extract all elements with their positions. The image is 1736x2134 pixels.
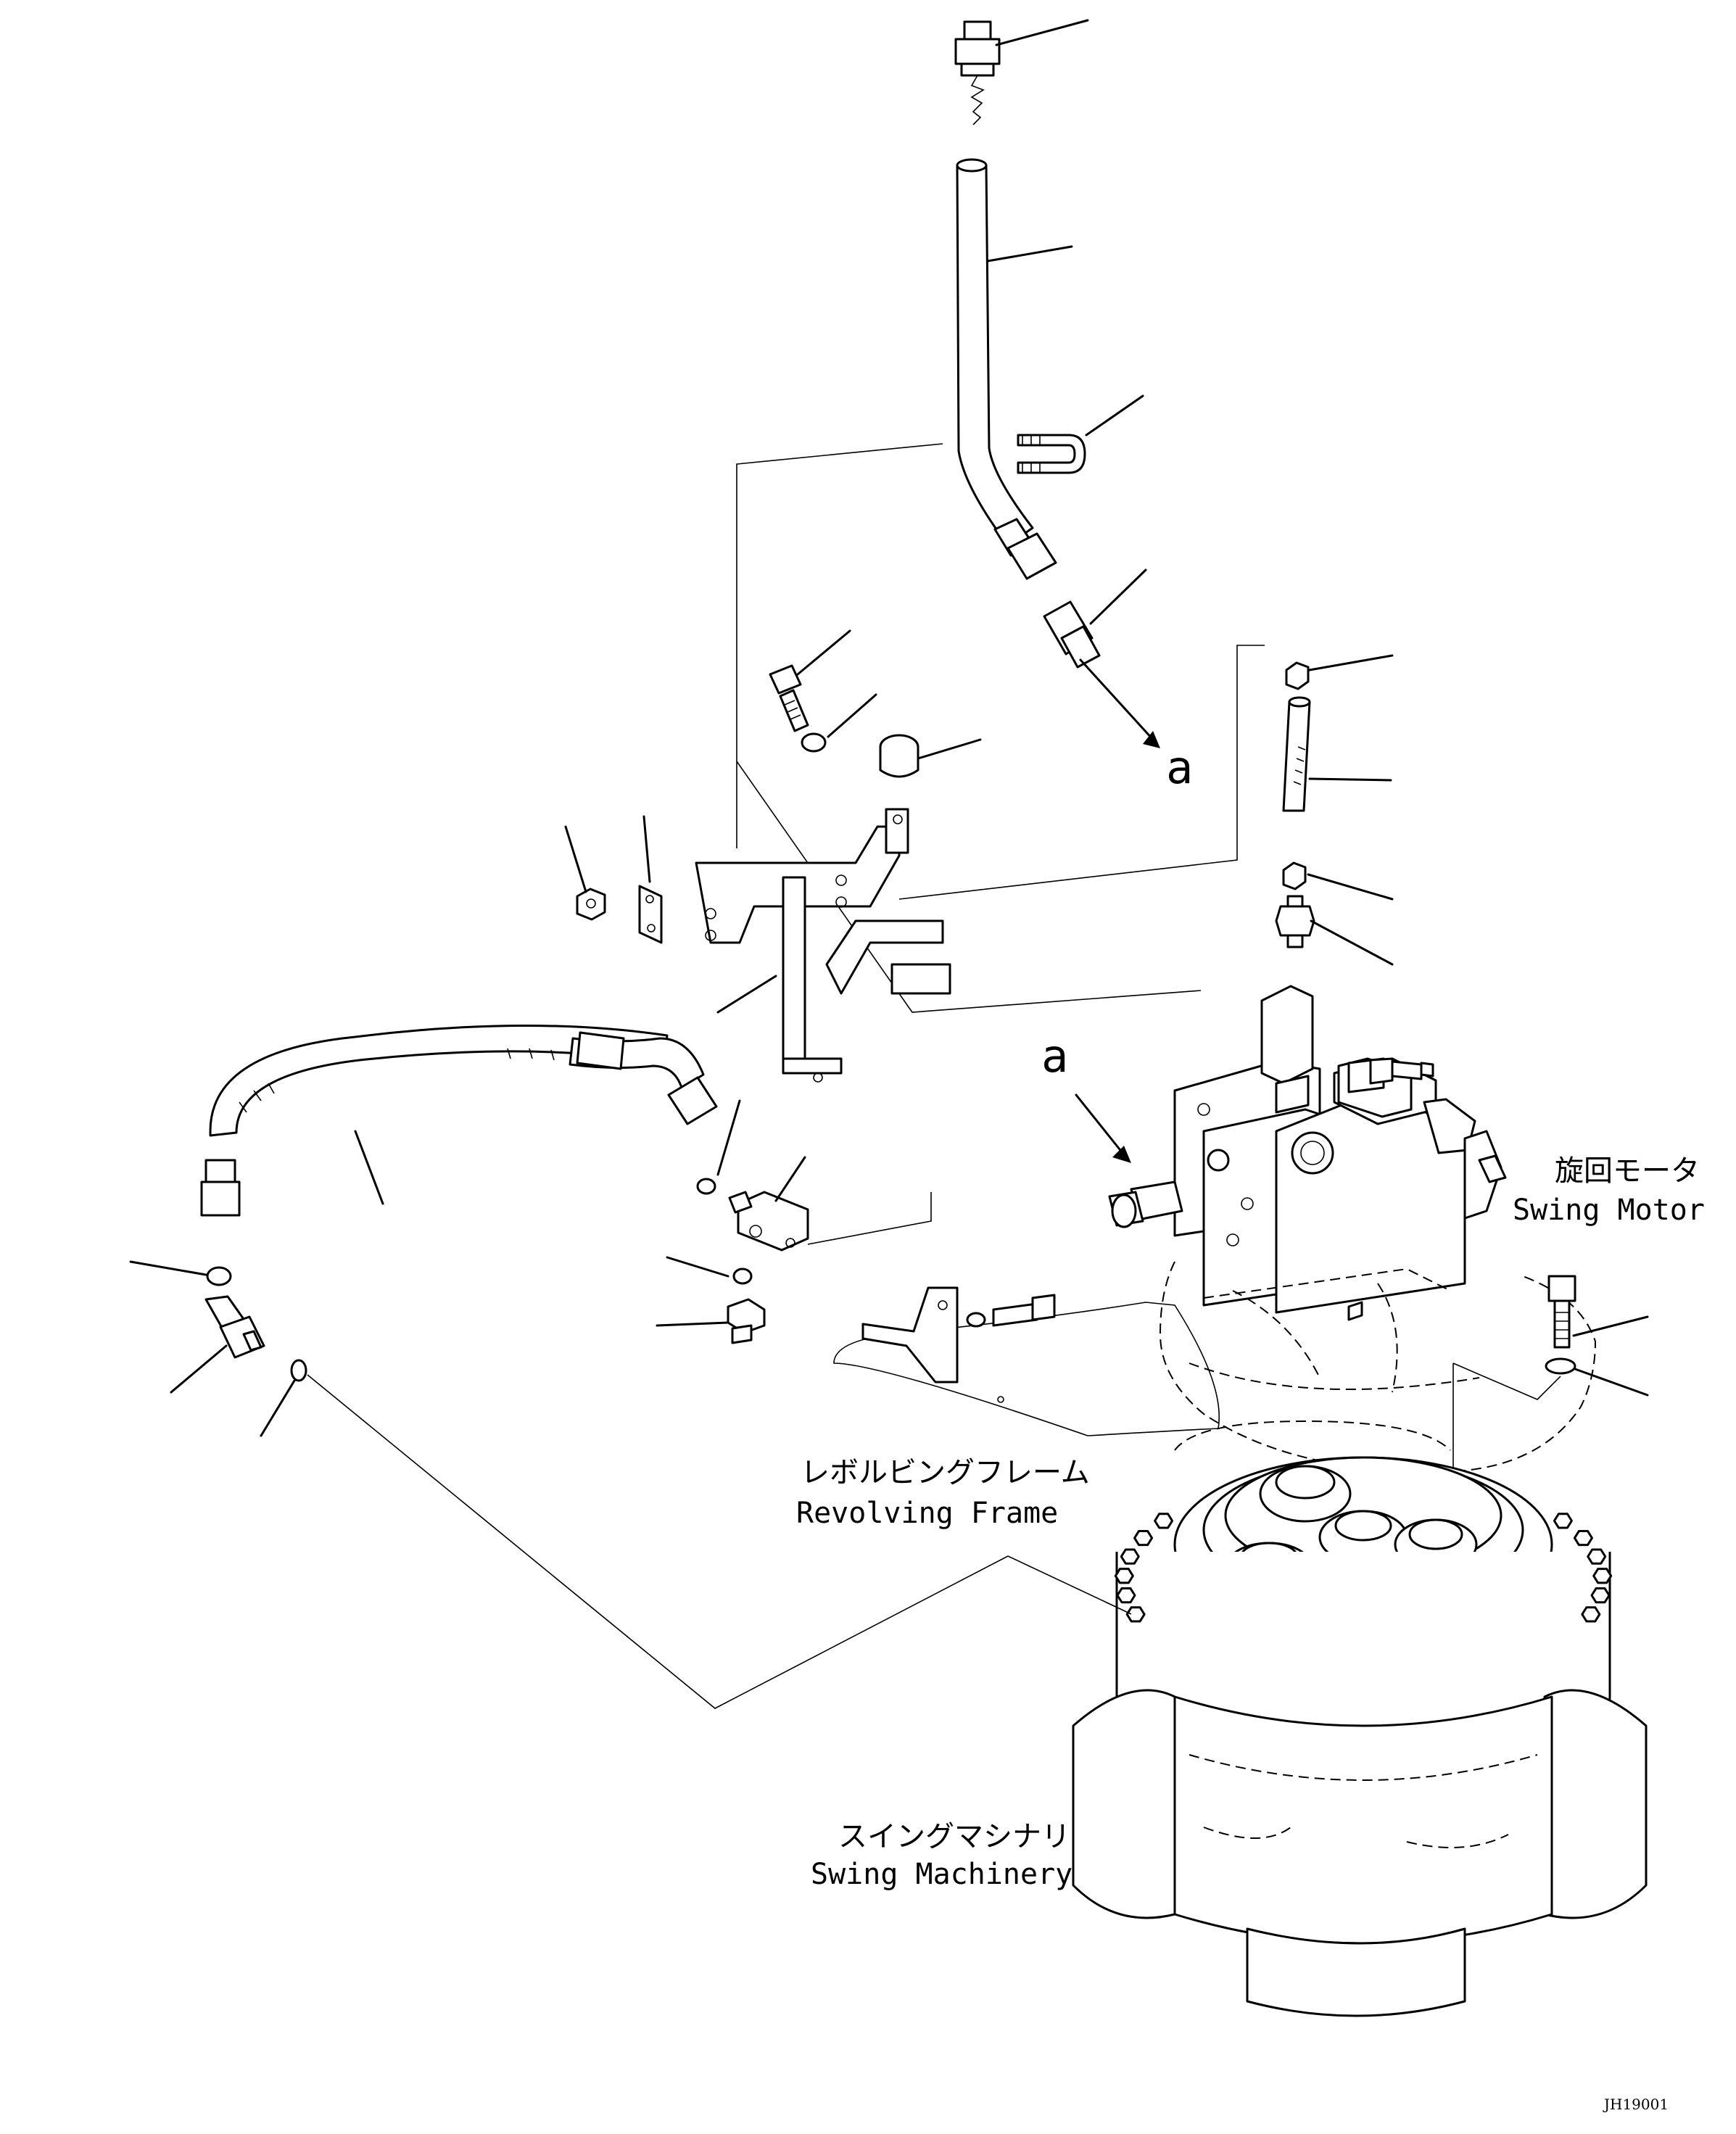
block-fitting-icon <box>728 1191 809 1252</box>
frame-outline <box>898 645 1265 900</box>
leader-line <box>796 629 851 676</box>
flange-bolt-icon <box>1114 1568 1134 1584</box>
frame-outline <box>807 1192 932 1245</box>
flange-bolt-icon <box>1553 1513 1573 1529</box>
leader-line <box>666 1256 729 1278</box>
leader-line <box>564 825 587 893</box>
flange-bolt-icon <box>1590 1587 1611 1604</box>
flange-bolt-icon <box>1154 1513 1174 1529</box>
frame-outline <box>1452 1362 1561 1400</box>
leader-line <box>827 693 877 738</box>
leader-line <box>1089 568 1147 625</box>
u-bolt-icon <box>1017 434 1086 474</box>
reference-a-motor: a <box>1041 1030 1069 1083</box>
leader-line <box>656 1321 729 1327</box>
leader-line <box>1308 777 1392 782</box>
flange-bolt-icon <box>1581 1606 1601 1623</box>
leader-line <box>995 19 1089 46</box>
swing-motor-label-en: Swing Motor <box>1513 1194 1705 1227</box>
leader-line <box>1572 1315 1649 1337</box>
leader-line <box>716 975 777 1014</box>
cushion-icon <box>879 734 919 778</box>
bracket-icon <box>695 808 951 1083</box>
o-ring-icon <box>696 1178 716 1195</box>
leader-line <box>170 1344 228 1394</box>
leader-line <box>642 815 651 883</box>
arrow-head-icon <box>1143 731 1160 748</box>
swing-machinery-label-jp: スイングマシナリ <box>838 1820 1070 1853</box>
nut-icon <box>576 888 606 921</box>
leader-line <box>129 1260 207 1276</box>
flange-bolt-icon <box>1573 1529 1593 1547</box>
swing-machinery-label-en: Swing Machinery <box>811 1858 1073 1891</box>
nut-icon <box>1282 861 1307 890</box>
nut-icon <box>1285 661 1310 690</box>
flange-bolt-icon <box>1116 1587 1136 1604</box>
frame-outline <box>736 761 1202 1013</box>
swing-motor-icon <box>1108 985 1507 1314</box>
revolving-frame-label-en: Revolving Frame <box>796 1497 1059 1530</box>
leader-line <box>716 1099 741 1176</box>
fitting-icon <box>1275 895 1315 948</box>
tube-icon <box>1282 696 1311 812</box>
leader-line <box>1310 919 1394 966</box>
drawing-code: JH19001 <box>1604 2096 1669 2113</box>
frame-outline <box>736 443 943 848</box>
elbow-fitting-icon <box>204 1295 265 1359</box>
o-ring-icon <box>732 1267 753 1285</box>
elbow-fitting-icon <box>1043 600 1101 669</box>
flange-bolt-icon <box>1120 1548 1140 1565</box>
breather-cap-icon <box>954 20 1001 125</box>
flange-bolts-icon <box>1114 1513 1613 1623</box>
washer-icon <box>1545 1357 1576 1375</box>
flange-bolt-icon <box>1587 1548 1607 1565</box>
leader-line <box>774 1156 806 1202</box>
revolving-frame-label-jp: レボルビングフレーム <box>801 1456 1090 1489</box>
flange-bolt-icon <box>1133 1529 1154 1547</box>
leader-line <box>1085 394 1144 437</box>
flange-bolt-icon <box>1592 1568 1613 1584</box>
arrow-head-icon <box>1112 1146 1131 1163</box>
pipe-icon <box>956 158 1057 580</box>
swing-machinery-icon <box>1072 1420 1648 2017</box>
arrow-line <box>1079 658 1154 741</box>
leader-line <box>1308 654 1394 671</box>
plate-icon <box>638 885 663 944</box>
frame-outline <box>307 1374 1132 1709</box>
reference-a-top: a <box>1166 741 1194 794</box>
bolt-icon <box>1547 1275 1576 1349</box>
flange-bolt-icon <box>1125 1606 1146 1623</box>
washer-icon <box>801 732 827 753</box>
hose-icon <box>200 1024 718 1217</box>
bolt-icon <box>769 664 809 732</box>
leader-line <box>986 245 1073 262</box>
leader-line <box>354 1130 384 1205</box>
arrow-line <box>1075 1093 1124 1154</box>
o-ring-icon <box>206 1266 232 1286</box>
leader-line <box>917 738 982 760</box>
revolving-frame-icon <box>833 1286 1220 1436</box>
leader-line <box>260 1379 296 1437</box>
leader-line <box>1307 873 1394 901</box>
swing-motor-label-jp: 旋回モータ <box>1555 1154 1700 1188</box>
leader-line <box>1574 1368 1649 1397</box>
motor-flange-icon <box>1159 1261 1597 1473</box>
o-ring-icon <box>290 1359 307 1382</box>
plug-icon <box>727 1298 766 1344</box>
